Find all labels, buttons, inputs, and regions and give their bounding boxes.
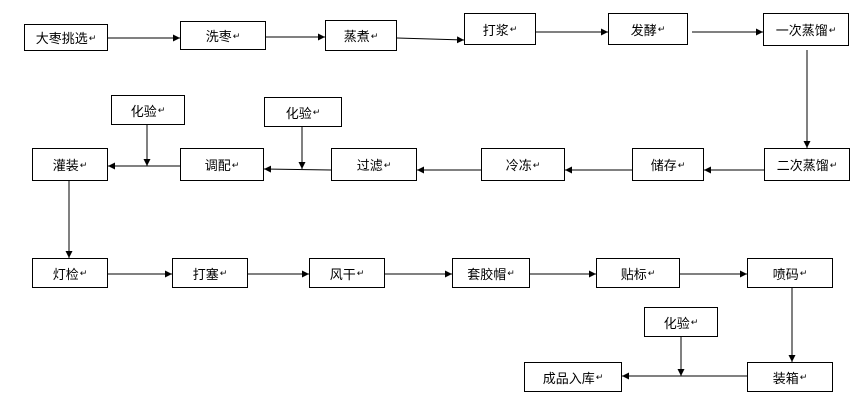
step-ferment: 发酵↵ (608, 13, 688, 45)
paragraph-mark-icon: ↵ (507, 269, 515, 279)
step-test-fill: 化验↵ (264, 97, 342, 127)
step-lamp-inspect: 灯检↵ (32, 258, 108, 288)
paragraph-mark-icon: ↵ (829, 160, 838, 171)
step-second-distill: 二次蒸馏↵ (764, 148, 850, 181)
step-air-dry: 风干↵ (309, 258, 385, 288)
step-wash: 洗枣↵ (180, 21, 266, 50)
step-pulp: 打浆↵ (464, 13, 536, 45)
step-freeze: 冷冻↵ (481, 148, 565, 181)
step-label: 二次蒸馏 (776, 159, 829, 174)
paragraph-mark-icon: ↵ (657, 25, 666, 35)
paragraph-mark-icon: ↵ (595, 373, 604, 383)
step-steam-boil: 蒸煮↵ (325, 20, 397, 51)
paragraph-mark-icon: ↵ (383, 160, 392, 171)
paragraph-mark-icon: ↵ (647, 269, 656, 279)
step-blend: 调配↵ (180, 148, 264, 181)
step-label: 化验 (663, 316, 690, 332)
step-label: 洗枣 (205, 30, 232, 45)
paragraph-mark-icon: ↵ (79, 269, 88, 279)
paragraph-mark-icon: ↵ (312, 108, 321, 118)
step-label: 喷码 (772, 267, 799, 283)
paragraph-mark-icon: ↵ (356, 269, 365, 279)
step-filter: 过滤↵ (331, 148, 417, 181)
step-label: 灌装 (52, 159, 79, 174)
step-label: 储存 (650, 159, 677, 174)
step-label: 贴标 (620, 267, 647, 283)
step-inkjet: 喷码↵ (747, 258, 833, 288)
step-test-box: 化验↵ (644, 307, 718, 337)
step-warehouse: 成品入库↵ (524, 362, 622, 392)
step-plug: 打塞↵ (172, 258, 248, 288)
step-label: 化验 (130, 104, 157, 120)
paragraph-mark-icon: ↵ (799, 373, 808, 383)
arrow-filter-to-blend (263, 165, 332, 173)
step-label: 过滤 (356, 159, 383, 174)
paragraph-mark-icon: ↵ (88, 33, 97, 44)
paragraph-mark-icon: ↵ (509, 25, 518, 35)
paragraph-mark-icon: ↵ (232, 31, 241, 42)
arrow-steam-boil-to-pulp (396, 36, 465, 44)
step-label: 发酵 (630, 23, 657, 39)
step-fill: 灌装↵ (32, 148, 108, 181)
paragraph-mark-icon: ↵ (370, 31, 379, 42)
step-storage: 储存↵ (632, 148, 704, 181)
step-label: 调配 (204, 159, 231, 174)
step-label: 成品入库 (542, 371, 595, 387)
step-label: 灯检 (52, 267, 79, 283)
paragraph-mark-icon: ↵ (231, 160, 240, 171)
step-label: 打塞 (192, 267, 219, 283)
step-cap: 套胶帽↵ (452, 258, 530, 288)
step-label: 蒸煮 (343, 30, 370, 45)
step-label: 冷冻 (505, 159, 532, 174)
paragraph-mark-icon: ↵ (690, 318, 699, 328)
step-label: 大枣挑选 (35, 32, 88, 47)
step-label: 化验 (285, 106, 312, 122)
paragraph-mark-icon: ↵ (79, 160, 88, 171)
paragraph-mark-icon: ↵ (799, 269, 808, 279)
step-label: 风干 (329, 267, 356, 283)
step-jujube-select: 大枣挑选↵ (24, 24, 108, 51)
step-label: 装箱 (772, 371, 799, 387)
paragraph-mark-icon: ↵ (157, 106, 166, 116)
paragraph-mark-icon: ↵ (219, 269, 228, 279)
paragraph-mark-icon: ↵ (532, 160, 541, 171)
step-first-distill: 一次蒸馏↵ (763, 13, 849, 46)
step-test-blend: 化验↵ (111, 95, 185, 125)
step-label: 贴标↵ (596, 258, 680, 288)
step-label: 打浆 (482, 23, 509, 39)
step-box: 装箱↵ (747, 362, 833, 392)
paragraph-mark-icon: ↵ (677, 160, 686, 171)
step-label: 套胶帽 (467, 267, 507, 283)
paragraph-mark-icon: ↵ (828, 25, 837, 36)
step-label: 一次蒸馏 (775, 24, 828, 39)
